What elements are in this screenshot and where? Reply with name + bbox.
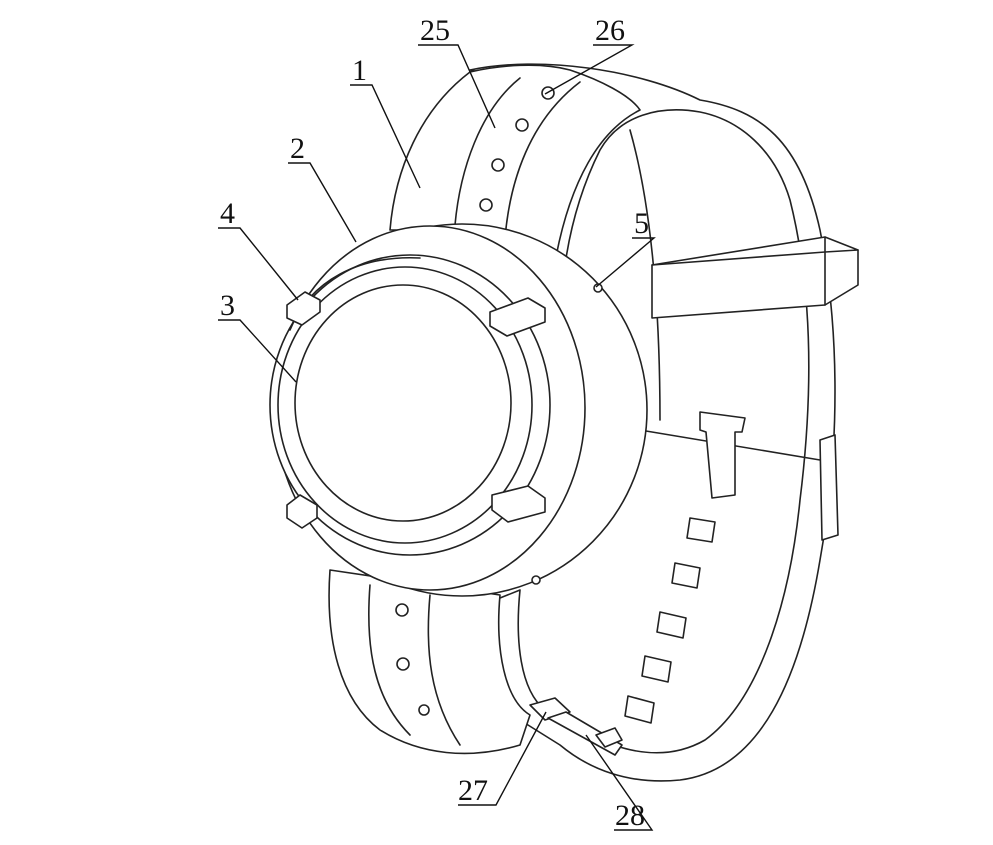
strap-square-holes	[624, 517, 716, 724]
label-27: 27	[458, 774, 488, 807]
bezel-clips	[286, 291, 546, 529]
label-26: 26	[595, 14, 625, 47]
label-25: 25	[420, 14, 450, 47]
buckle-parts	[529, 411, 839, 756]
label-2: 2	[290, 132, 305, 165]
label-3: 3	[220, 289, 235, 322]
reference-labels: 25 26 1 2 4 3 5 27 28	[220, 14, 649, 832]
strap-keeper	[651, 236, 859, 319]
strap-holes-top	[479, 86, 555, 212]
bottom-strap	[328, 569, 531, 755]
label-5: 5	[634, 207, 649, 240]
label-28: 28	[615, 799, 645, 832]
label-1: 1	[352, 54, 367, 87]
label-4: 4	[220, 197, 235, 230]
leader-lines	[218, 44, 656, 831]
watch-case	[269, 223, 648, 597]
top-strap	[389, 64, 641, 263]
